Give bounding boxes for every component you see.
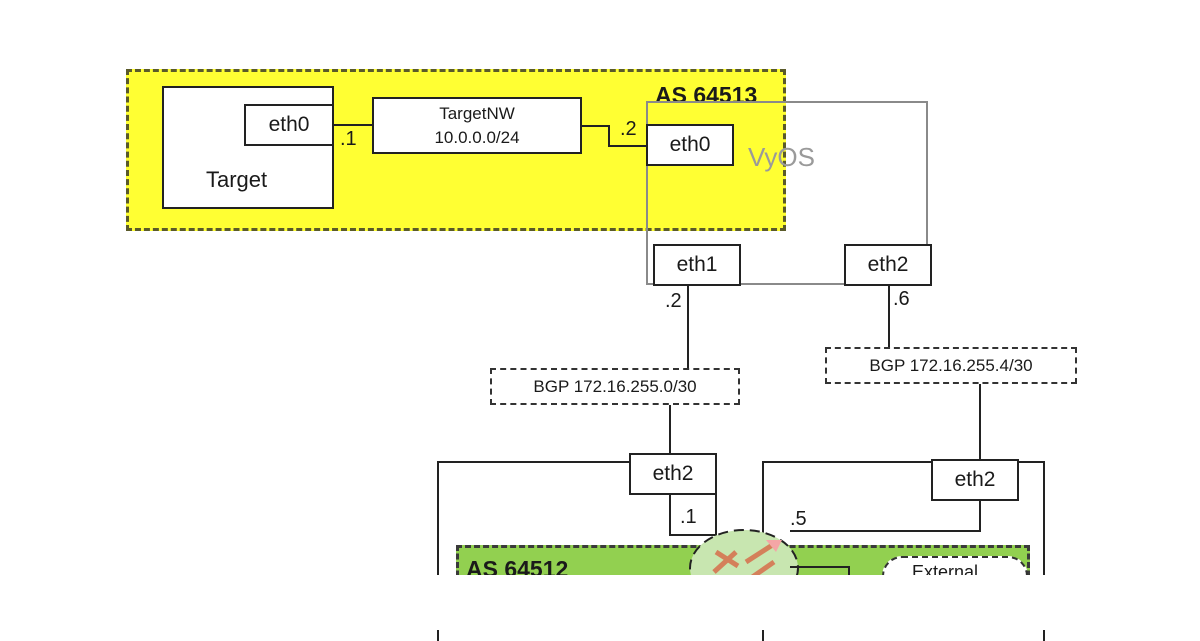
link-vyos-eth1-bgp (687, 286, 689, 370)
vyos-router-box (646, 101, 928, 285)
vyos-eth1-ip-suffix: .2 (665, 290, 682, 312)
target-nw-name: TargetNW (439, 103, 515, 123)
target-label: Target (206, 167, 268, 192)
link-bgp2-lower (979, 384, 981, 462)
vyos-eth1-label: eth1 (676, 253, 718, 276)
vyos-eth0-label: eth0 (669, 133, 711, 156)
bgp-link-1-label: BGP 172.16.255.0/30 (533, 376, 697, 396)
lower-left-eth2[interactable]: eth2 (629, 453, 717, 495)
bgp-link-1[interactable]: BGP 172.16.255.0/30 (490, 368, 740, 405)
link-nw-vyos-a (582, 125, 610, 127)
link-lower-right-a (979, 501, 981, 531)
link-lower-left-b (669, 534, 717, 536)
link-lower-right-b (790, 530, 981, 532)
target-eth0-label: eth0 (268, 113, 310, 136)
lower-right-ip-suffix: .5 (790, 508, 807, 530)
link-nw-vyos-c (608, 145, 648, 147)
lower-left-router-box (437, 461, 637, 641)
link-nw-vyos-b (608, 125, 610, 147)
vyos-eth2[interactable]: eth2 (844, 244, 932, 286)
lower-left-eth2-label: eth2 (652, 462, 694, 485)
link-target-nw (334, 124, 374, 126)
vyos-eth2-ip-suffix: .6 (893, 288, 910, 310)
target-network[interactable]: TargetNW 10.0.0.0/24 (372, 97, 582, 154)
vyos-eth0[interactable]: eth0 (646, 124, 734, 166)
bgp-link-2-label: BGP 172.16.255.4/30 (869, 355, 1033, 375)
link-lower-left-a (669, 495, 671, 535)
vyos-label: VyOS (748, 142, 815, 172)
target-eth0[interactable]: eth0 (244, 104, 334, 146)
target-ip-suffix: .1 (340, 128, 357, 150)
lower-right-eth2[interactable]: eth2 (931, 459, 1019, 501)
target-nw-cidr: 10.0.0.0/24 (434, 127, 520, 147)
as-64513-label: AS 64513 (655, 82, 758, 108)
vyos-eth2-label: eth2 (867, 253, 909, 276)
lower-right-eth2-label: eth2 (954, 468, 996, 491)
link-vyos-eth2-bgp (888, 286, 890, 348)
vyos-eth0-ip-suffix: .2 (620, 118, 637, 140)
bottom-crop-mask (0, 575, 1200, 630)
link-bgp1-lower (669, 405, 671, 455)
lower-left-ip-suffix: .1 (680, 506, 697, 528)
vyos-eth1[interactable]: eth1 (653, 244, 741, 286)
bgp-link-2[interactable]: BGP 172.16.255.4/30 (825, 347, 1077, 384)
link-lower-left-c (715, 495, 717, 575)
